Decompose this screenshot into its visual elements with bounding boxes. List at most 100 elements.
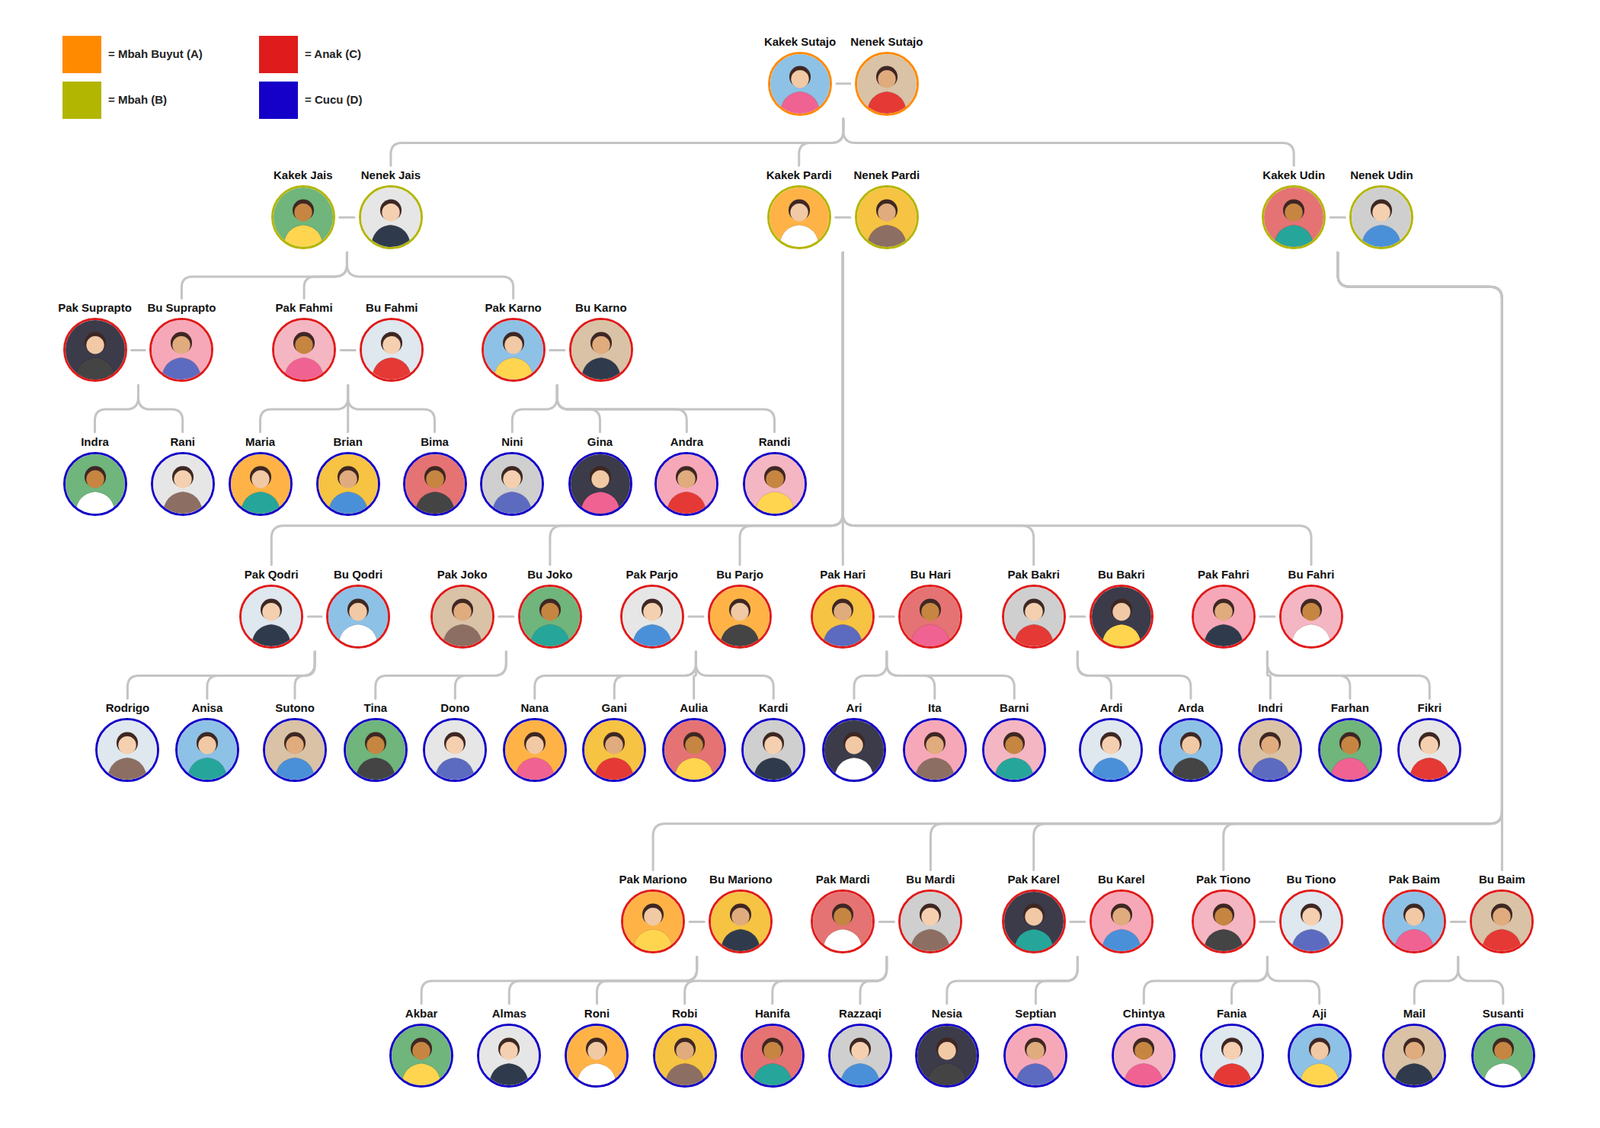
photo-hair [761, 1036, 784, 1059]
photo-hair [762, 732, 784, 754]
family-connector [138, 384, 183, 432]
photo-hair [1180, 732, 1202, 754]
photo-body [1250, 758, 1291, 781]
photo-body [529, 624, 570, 647]
photo-head [504, 336, 522, 354]
family-connector [207, 651, 315, 699]
photo-hair [641, 598, 663, 621]
photo-hair [763, 465, 785, 487]
person-photo [228, 451, 293, 516]
photo-head [732, 907, 750, 925]
person-silhouette [520, 586, 580, 647]
person-node: Chintya [1110, 1006, 1178, 1088]
person-node: Bu Joko [516, 567, 584, 649]
photo-body [664, 1062, 705, 1085]
family-connector [1260, 614, 1275, 618]
photo-head [251, 470, 269, 488]
family-connector [512, 384, 557, 432]
photo-hair [444, 732, 466, 754]
person-silhouette [345, 720, 406, 780]
person-name: Bu Karel [1088, 872, 1156, 887]
person-node: Sutono [261, 700, 329, 782]
person-photo [1469, 889, 1534, 954]
person-silhouette [1004, 586, 1064, 647]
person-node: Akbar [387, 1006, 455, 1088]
person-node: Roni [563, 1006, 631, 1088]
person-node: Nana [501, 700, 569, 782]
person-silhouette [743, 720, 804, 780]
person-photo [768, 51, 832, 116]
photo-hair [588, 465, 611, 487]
legend-text: = Mbah Buyut (A) [108, 47, 203, 61]
photo-head [198, 736, 216, 754]
person-name: Nenek Sutajo [848, 35, 926, 49]
photo-head [1310, 1041, 1328, 1060]
photo-head [425, 470, 444, 488]
photo-body [719, 624, 760, 647]
person-name: Brian [314, 435, 382, 449]
person-name: Pak Mariono [616, 872, 690, 887]
photo-body [1013, 624, 1054, 647]
family-connector [652, 252, 1502, 870]
photo-hair [502, 332, 525, 354]
photo-body [371, 358, 413, 381]
photo-body [1170, 758, 1211, 781]
person-node: Nenek Sutajo [848, 35, 926, 116]
person-name: Nenek Jais [357, 168, 425, 183]
person-node: Bu Hari [896, 567, 964, 649]
person-photo [828, 1023, 893, 1088]
photo-body [594, 758, 635, 781]
person-node: Ari [820, 700, 888, 782]
photo-hair [1110, 598, 1133, 621]
photo-hair [1403, 903, 1425, 925]
person-name: Kakek Udin [1260, 168, 1328, 183]
person-photo [272, 317, 336, 382]
person-name: Gina [566, 435, 634, 449]
photo-hair [590, 332, 612, 354]
photo-head [453, 602, 471, 621]
person-node: Bu Suprapto [144, 300, 218, 382]
person-photo [564, 1023, 629, 1088]
person-node: Bu Baim [1468, 872, 1536, 954]
person-photo [476, 1023, 541, 1088]
photo-head [764, 736, 782, 754]
person-name: Tina [342, 700, 410, 715]
photo-head [921, 602, 940, 621]
family-connector [695, 651, 774, 699]
person-name: Bu Tiono [1277, 872, 1345, 887]
person-name: Gani [580, 700, 648, 715]
photo-hair [1300, 903, 1322, 925]
person-silhouette [571, 320, 631, 380]
person-silhouette [361, 187, 421, 247]
photo-body [910, 929, 951, 952]
person-silhouette [274, 320, 334, 380]
person-photo [150, 451, 215, 516]
photo-head [1372, 203, 1391, 221]
person-node: Aji [1286, 1006, 1354, 1088]
photo-body [1100, 929, 1142, 952]
photo-hair [423, 465, 445, 487]
person-name: Robi [651, 1006, 719, 1021]
person-node: Pak Tiono [1190, 872, 1258, 954]
photo-head [294, 336, 313, 354]
person-silhouette [984, 720, 1044, 780]
person-name: Pak Karel [1000, 872, 1068, 887]
photo-head [1261, 736, 1280, 754]
photo-hair [1100, 732, 1122, 754]
photo-head [1024, 602, 1043, 621]
person-name: Bu Fahmi [358, 300, 426, 315]
photo-head [1494, 1041, 1512, 1060]
person-name: Bu Hari [896, 567, 964, 582]
photo-head [1405, 1041, 1424, 1060]
photo-body [338, 624, 379, 647]
photo-body [492, 358, 534, 381]
person-name: Bu Bakri [1088, 567, 1156, 582]
family-connector [1267, 956, 1319, 1003]
person-node: Gani [580, 700, 648, 782]
person-silhouette [742, 1025, 803, 1085]
person-node: Randi [741, 435, 809, 516]
photo-hair [729, 903, 752, 925]
photo-body [1203, 624, 1244, 647]
person-photo [620, 584, 685, 649]
photo-hair [642, 903, 664, 925]
